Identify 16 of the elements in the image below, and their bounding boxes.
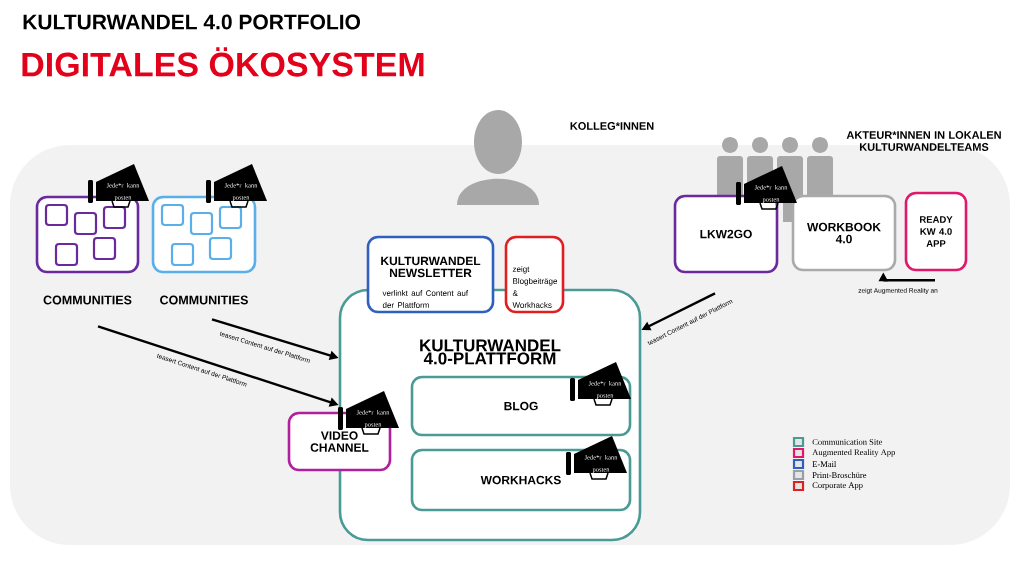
channel-box: READY KW 4.0 APP bbox=[904, 191, 968, 272]
title: KULTURWANDEL 4.0 PORTFOLIO bbox=[23, 14, 361, 30]
heading-label: KOLLEG*INNEN bbox=[570, 122, 654, 130]
channel-box: WORKBOOK 4.0 bbox=[791, 194, 897, 272]
heading-label: AKTEUR*INNEN IN LOKALEN KULTURWANDELTEAMS bbox=[846, 131, 1001, 151]
legend-text: Print-Broschüre bbox=[812, 472, 867, 478]
channel-box: KULTURWANDEL NEWSLETTER verlinkt auf Content auf der Plattform bbox=[366, 235, 495, 314]
node-label: COMMUNITIES bbox=[43, 295, 132, 305]
legend-text: Corporate App bbox=[812, 482, 863, 490]
node-label: KULTURWANDEL 4.0-PLATTFORM bbox=[420, 339, 561, 365]
legend-text: Communication Site bbox=[812, 439, 883, 445]
legend-text: E-Mail bbox=[812, 461, 837, 467]
node-label: COMMUNITIES bbox=[160, 295, 248, 305]
subtitle: DIGITALES ÖKOSYSTEM bbox=[22, 47, 424, 77]
channel-box: zeigt Blogbeiträge & Workhacks bbox=[504, 235, 565, 314]
legend-text: Augmented Reality App bbox=[812, 449, 895, 457]
